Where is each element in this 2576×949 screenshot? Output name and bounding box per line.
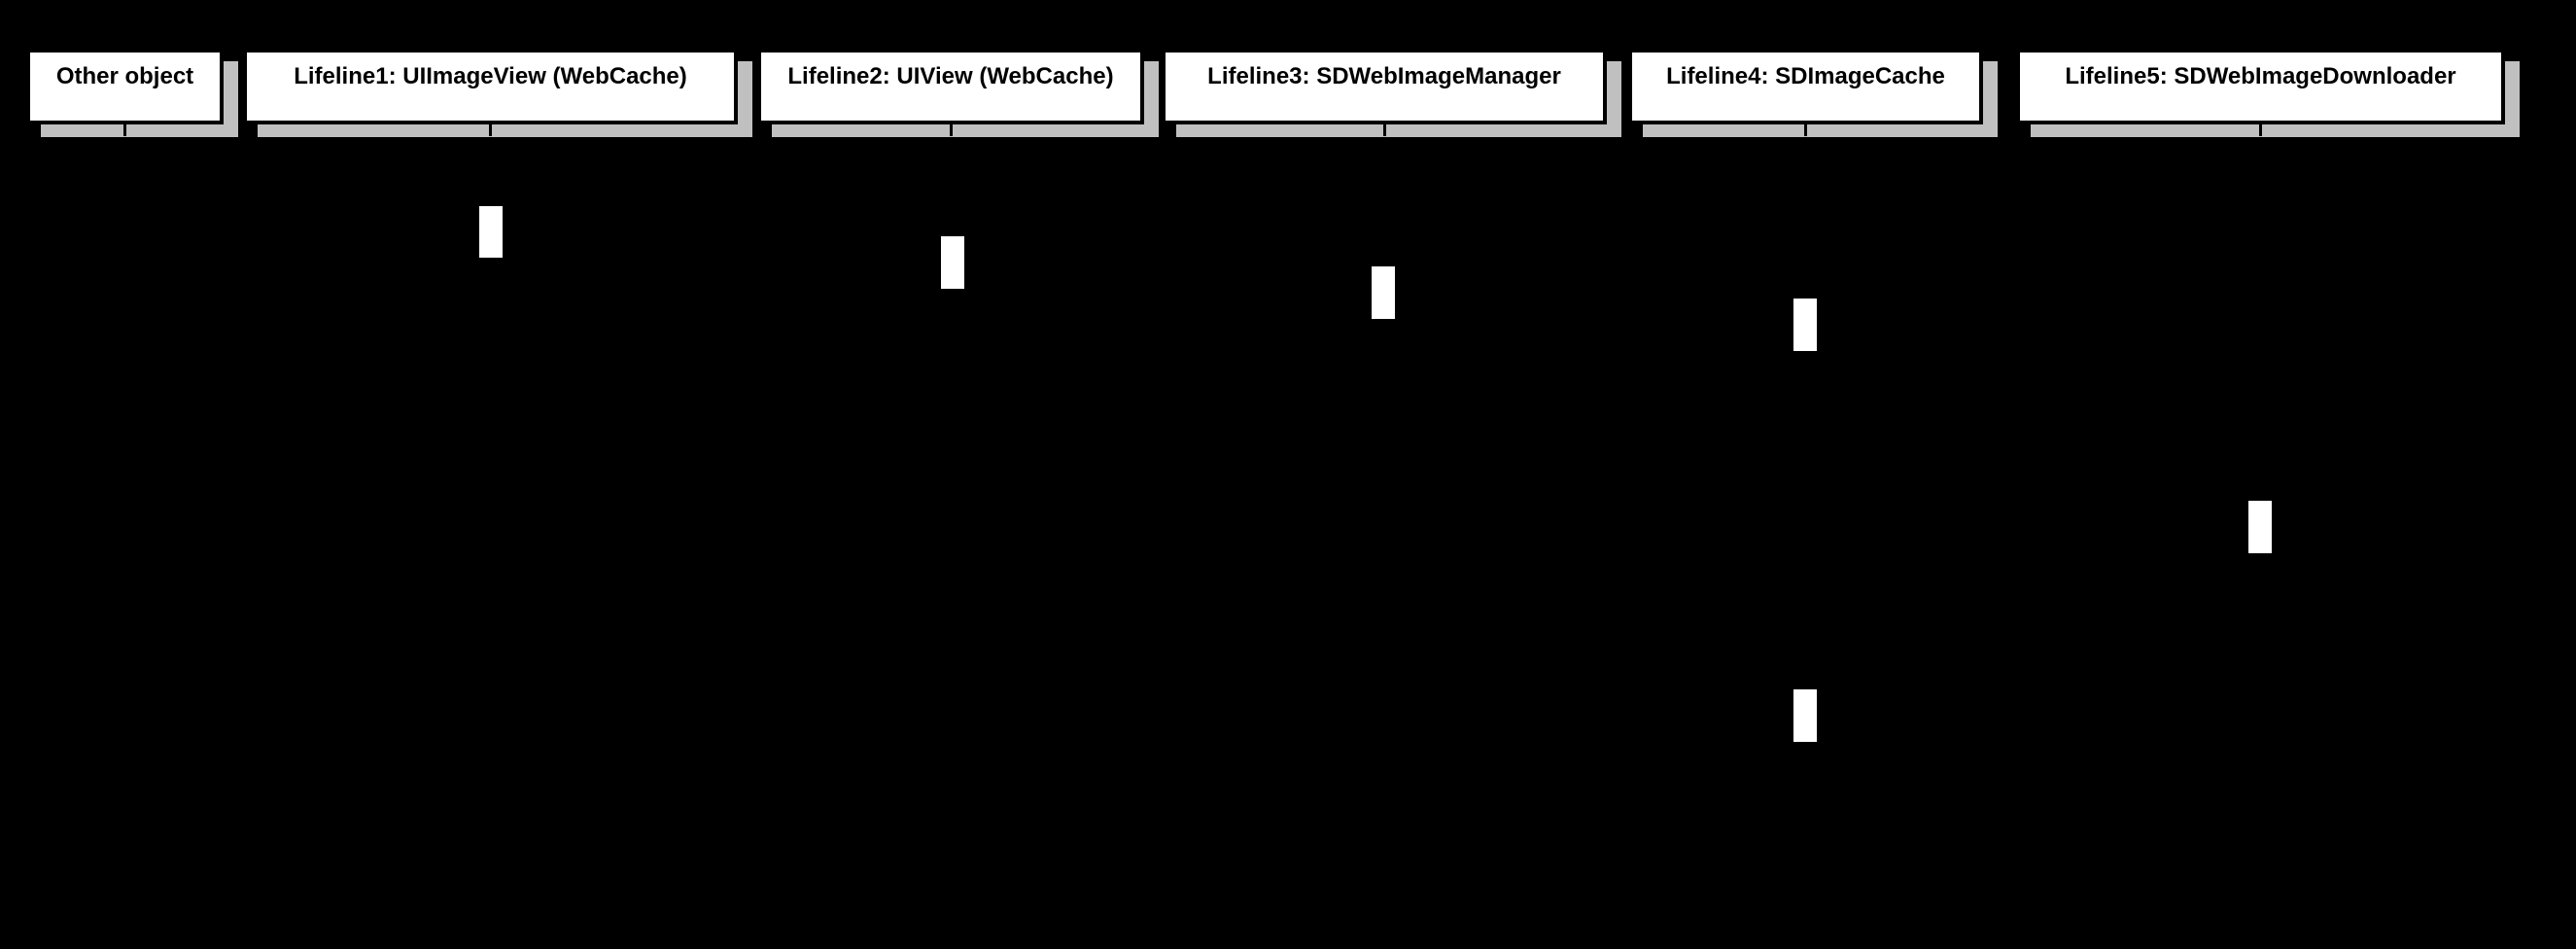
activation-bar (479, 206, 503, 258)
lifeline-head-lifeline1: Lifeline1: UIImageView (WebCache) (243, 49, 738, 124)
lifeline-head-lifeline2: Lifeline2: UIView (WebCache) (757, 49, 1144, 124)
lifeline-head-lifeline4: Lifeline4: SDImageCache (1628, 49, 1983, 124)
activation-bar (1793, 299, 1817, 351)
lifeline-start-tick (123, 124, 126, 136)
activation-bar (2248, 501, 2272, 553)
lifeline-start-tick (950, 124, 953, 136)
lifeline-head-lifeline5: Lifeline5: SDWebImageDownloader (2016, 49, 2505, 124)
lifeline-start-tick (1804, 124, 1807, 136)
lifeline-head-other-object: Other object (26, 49, 224, 124)
activation-bar (1793, 689, 1817, 742)
lifeline-head-lifeline3: Lifeline3: SDWebImageManager (1162, 49, 1607, 124)
lifeline-start-tick (2259, 124, 2262, 136)
lifeline-label: Other object (55, 63, 194, 89)
lifeline-label: Lifeline1: UIImageView (WebCache) (294, 63, 687, 89)
lifeline-label: Lifeline2: UIView (WebCache) (787, 63, 1114, 89)
lifeline-label: Lifeline4: SDImageCache (1666, 63, 1945, 89)
activation-bar (941, 236, 964, 289)
lifeline-label: Lifeline3: SDWebImageManager (1207, 63, 1561, 89)
lifeline-start-tick (1383, 124, 1386, 136)
lifeline-label: Lifeline5: SDWebImageDownloader (2065, 63, 2456, 89)
lifeline-start-tick (489, 124, 492, 136)
activation-bar (1372, 266, 1395, 319)
